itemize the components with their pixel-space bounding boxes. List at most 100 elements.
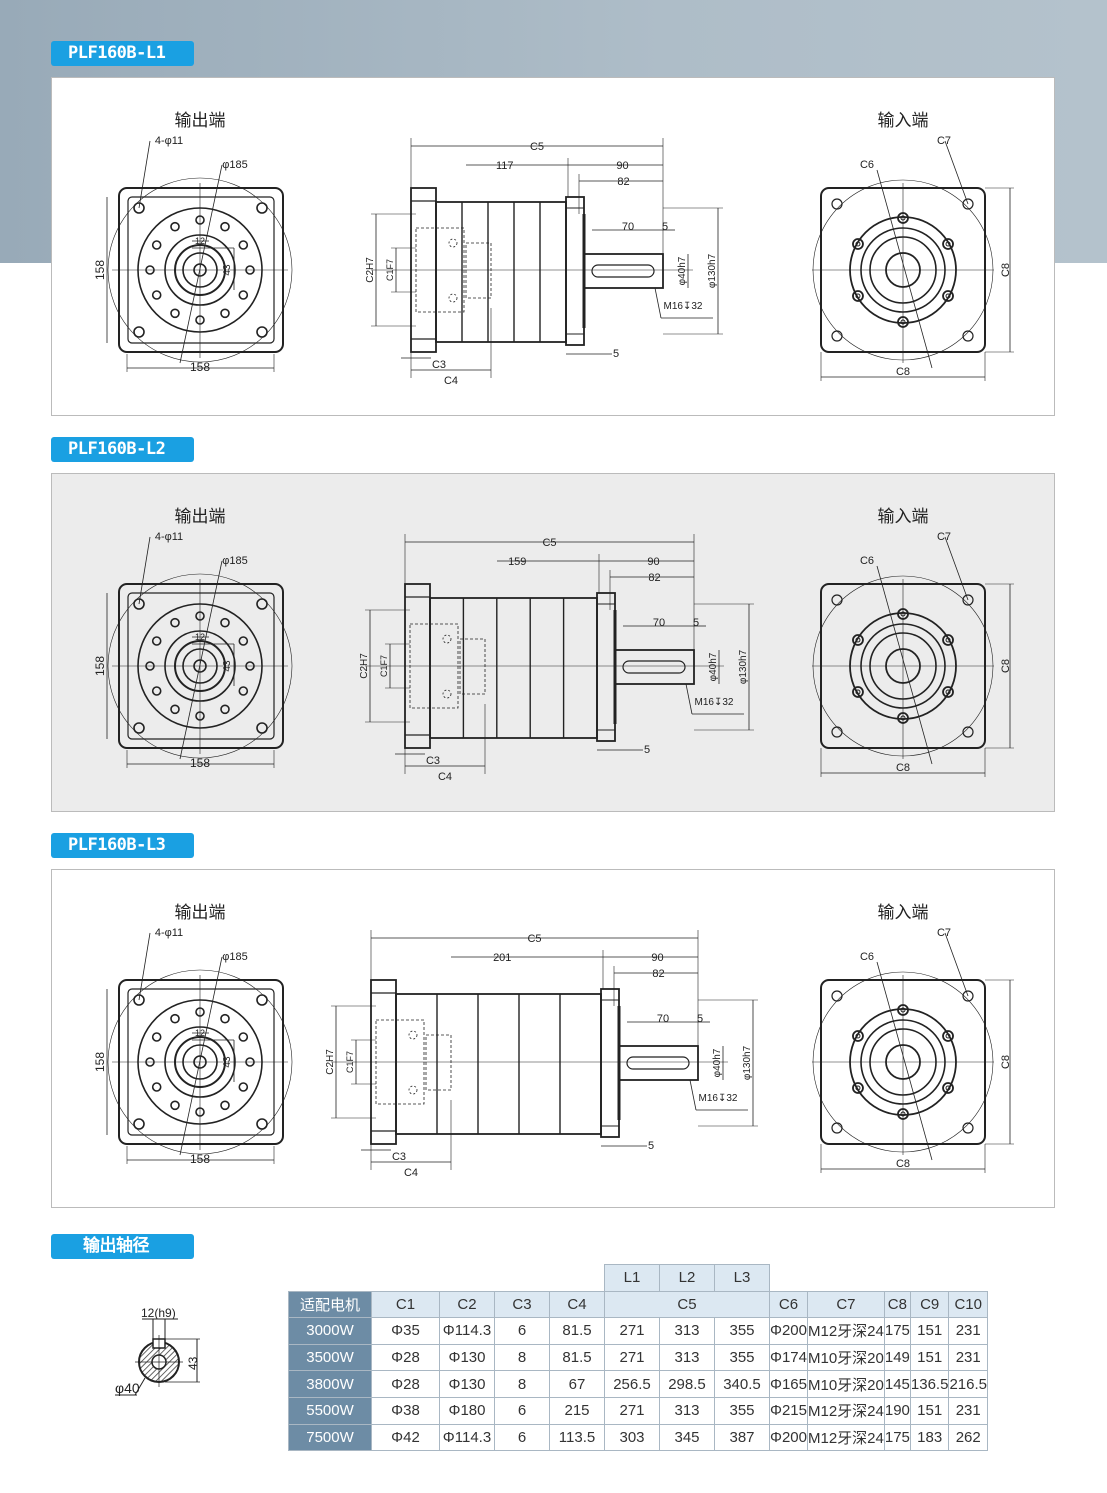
input-bolt-center xyxy=(945,637,951,643)
value-cell: Φ35 xyxy=(371,1317,440,1345)
column-header: C6 xyxy=(769,1290,808,1319)
line xyxy=(944,536,969,601)
value-cell: 151 xyxy=(909,1317,950,1345)
outline xyxy=(459,638,486,695)
input-end-title: 输入端 xyxy=(878,507,929,526)
shaft-section-label: 输出轴径 xyxy=(51,1234,194,1259)
dim-5-bottom-label: 5 xyxy=(648,1140,654,1152)
value-cell: 81.5 xyxy=(549,1317,605,1345)
value-cell: 231 xyxy=(948,1396,988,1425)
bolt-hole xyxy=(238,1082,249,1092)
bolt-hole xyxy=(220,704,230,715)
value-cell: Φ174 xyxy=(769,1343,808,1372)
input-bolt-hole xyxy=(942,290,954,302)
c8-vertical-label: C8 xyxy=(1000,659,1012,673)
thread-label: M16↧32 xyxy=(699,1093,738,1104)
c1-label: C1F7 xyxy=(345,1051,355,1073)
c2-label: C2H7 xyxy=(325,1049,336,1075)
c7-label: C7 xyxy=(937,135,951,147)
bolt-hole xyxy=(220,1100,230,1111)
outline xyxy=(600,988,620,1138)
input-bolt-center xyxy=(855,241,861,247)
bolt-hole xyxy=(238,686,249,696)
spacer xyxy=(808,1265,885,1292)
outline xyxy=(618,1045,699,1081)
pcd-circle xyxy=(107,177,293,363)
pcd-label: φ185 xyxy=(222,159,248,171)
value-cell: 215 xyxy=(549,1396,605,1425)
stage-header: L2 xyxy=(659,1264,715,1292)
pcd-label: φ185 xyxy=(222,951,248,963)
input-mount-hole xyxy=(962,1122,974,1134)
value-cell: 345 xyxy=(659,1423,715,1452)
value-cell: Φ28 xyxy=(371,1343,440,1372)
spacer xyxy=(550,1265,605,1292)
input-mount-hole xyxy=(831,990,843,1002)
square-width-label: 158 xyxy=(190,756,210,770)
key-height-label: 43 xyxy=(222,1056,233,1068)
value-cell: M12牙深24 xyxy=(807,1396,885,1425)
dashed-hole xyxy=(442,634,452,644)
model-label-l2: PLF160B-L2 xyxy=(51,437,194,462)
value-cell: 6 xyxy=(494,1396,550,1425)
outline xyxy=(583,253,664,289)
c2-label: C2H7 xyxy=(359,653,370,679)
column-header: 适配电机 xyxy=(288,1290,372,1319)
line xyxy=(876,565,933,765)
c5-label: C5 xyxy=(542,537,556,549)
spacer xyxy=(440,1265,495,1292)
column-header: C8 xyxy=(883,1290,911,1319)
outline xyxy=(622,660,686,674)
model-label-l3: PLF160B-L3 xyxy=(51,833,194,858)
input-end-title: 输入端 xyxy=(878,111,929,130)
c5-label: C5 xyxy=(527,933,541,945)
c1-label: C1F7 xyxy=(379,655,389,677)
c4-label: C4 xyxy=(404,1167,418,1179)
value-cell: Φ28 xyxy=(371,1370,440,1398)
column-header: C10 xyxy=(948,1290,988,1319)
dim-70-label: 70 xyxy=(657,1013,669,1025)
bolt-hole xyxy=(220,617,230,628)
input-bolt-center xyxy=(855,689,861,695)
input-bolt-hole xyxy=(852,686,864,698)
value-cell: 190 xyxy=(883,1396,911,1425)
outline xyxy=(395,993,602,1135)
value-cell: M10牙深20 xyxy=(807,1343,885,1372)
pilot-diameter-label: φ130h7 xyxy=(738,649,749,684)
c8-horizontal-label: C8 xyxy=(896,366,910,378)
input-bolt-hole xyxy=(852,238,864,250)
bolt-hole xyxy=(151,686,162,696)
thread-label: M16↧32 xyxy=(695,697,734,708)
c3-label: C3 xyxy=(426,755,440,767)
line xyxy=(138,932,151,1001)
input-mount-hole xyxy=(831,330,843,342)
line xyxy=(685,683,693,715)
mount-hole xyxy=(256,326,268,338)
value-cell: 355 xyxy=(714,1343,770,1372)
spacer xyxy=(910,1265,949,1292)
value-cell: Φ165 xyxy=(769,1370,808,1398)
motor-cell: 3500W xyxy=(288,1343,372,1372)
input-bolt-hole xyxy=(852,1082,864,1094)
input-mount-hole xyxy=(962,726,974,738)
input-end-title: 输入端 xyxy=(878,903,929,922)
thread-label: M16↧32 xyxy=(664,301,703,312)
bolt-hole xyxy=(170,1100,180,1111)
value-cell: 271 xyxy=(604,1343,660,1372)
input-bolt-center xyxy=(945,241,951,247)
mount-hole xyxy=(133,326,145,338)
shaft-diameter-label: φ40h7 xyxy=(708,652,719,681)
input-bolt-center xyxy=(855,1033,861,1039)
outline xyxy=(614,649,695,685)
value-cell: 271 xyxy=(604,1396,660,1425)
bolt-hole xyxy=(238,636,249,646)
value-cell: 151 xyxy=(909,1343,950,1372)
